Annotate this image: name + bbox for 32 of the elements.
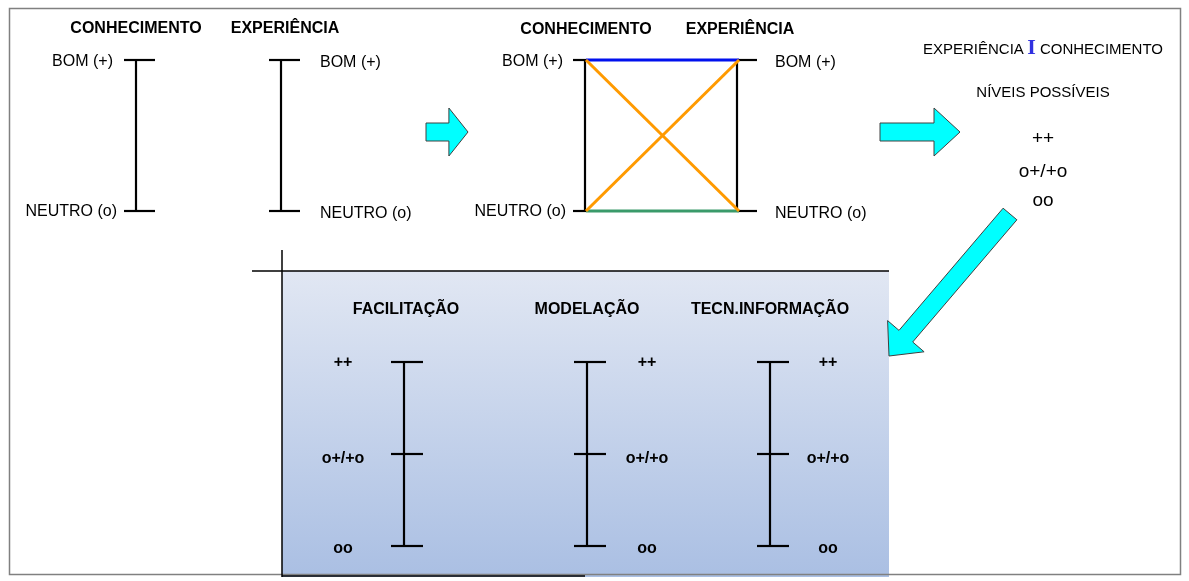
- level-label: oo: [818, 538, 838, 558]
- level-label: oo: [333, 538, 353, 558]
- axis-title: CONHECIMENTO: [70, 18, 202, 38]
- column-title: FACILITAÇÃO: [352, 299, 460, 319]
- level-label: o+/+o: [1018, 160, 1068, 182]
- scale-label: NEUTRO (o): [320, 203, 412, 223]
- level-label: oo: [1032, 189, 1054, 211]
- heading: NÍVEIS POSSÍVEIS: [976, 83, 1110, 101]
- scale-label: NEUTRO (o): [775, 203, 867, 223]
- level-label: o+/+o: [625, 448, 669, 468]
- level-label: ++: [818, 352, 838, 372]
- scale-label: NEUTRO (o): [25, 201, 117, 221]
- column-title: TECN.INFORMAÇÃO: [690, 299, 850, 319]
- level-label: oo: [637, 538, 657, 558]
- block-arrow: [425, 107, 469, 157]
- level-label: o+/+o: [806, 448, 850, 468]
- block-arrow: [879, 107, 961, 157]
- scale-label: BOM (+): [320, 52, 381, 72]
- scale-label: NEUTRO (o): [474, 201, 566, 221]
- level-label: ++: [333, 352, 353, 372]
- comparison-title: EXPERIÊNCIA I CONHECIMENTO: [923, 36, 1163, 58]
- level-label: ++: [1031, 127, 1055, 149]
- axis-title: CONHECIMENTO: [520, 19, 652, 39]
- scale-label: BOM (+): [502, 51, 563, 71]
- block-arrow: [887, 207, 1018, 357]
- axis-title: EXPERIÊNCIA: [685, 19, 795, 39]
- axis-title: EXPERIÊNCIA: [230, 18, 340, 38]
- level-label: o+/+o: [321, 448, 365, 468]
- scale-label: BOM (+): [775, 52, 836, 72]
- level-label: ++: [637, 352, 657, 372]
- column-title: MODELAÇÃO: [534, 299, 640, 319]
- scale-label: BOM (+): [52, 51, 113, 71]
